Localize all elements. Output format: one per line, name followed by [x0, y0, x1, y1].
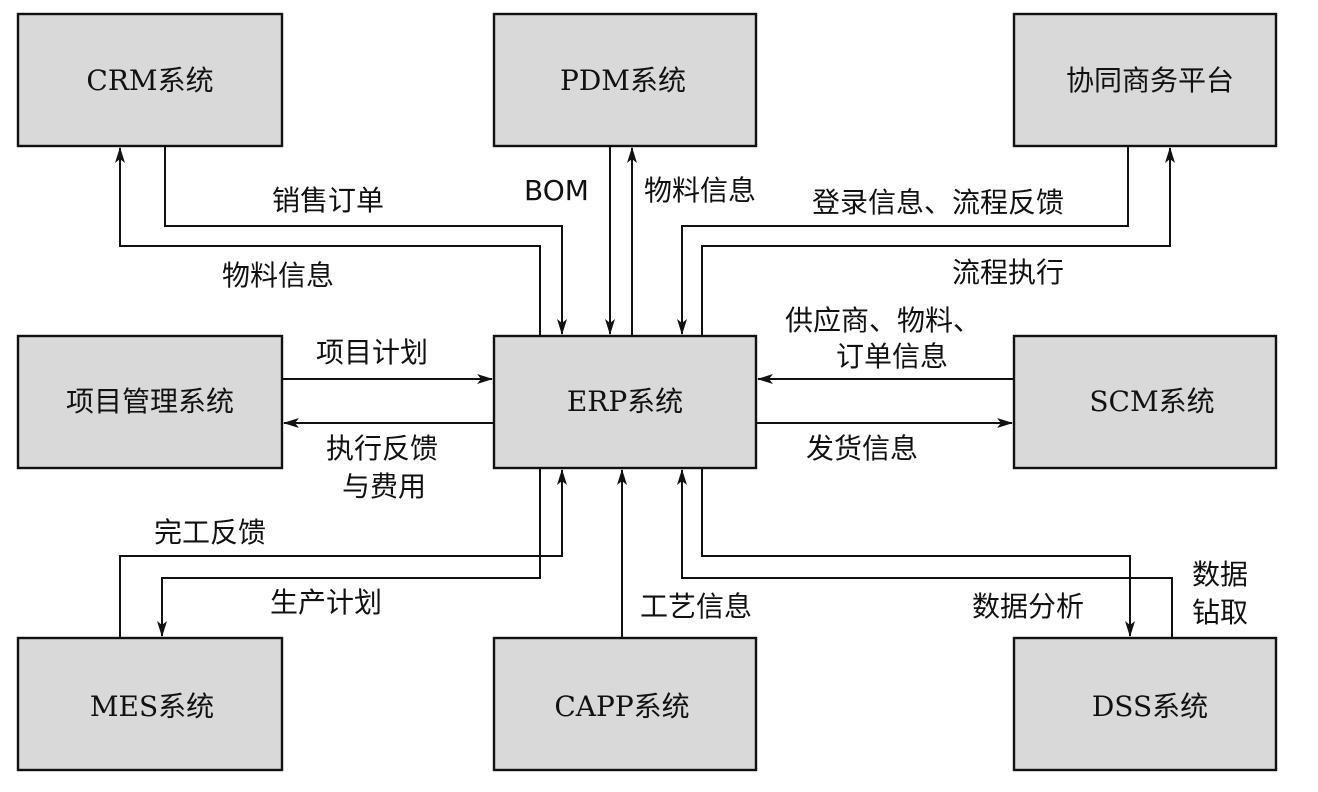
production-plan-label: 生产计划 — [270, 586, 382, 619]
capp-system-box: CAPP系统 — [492, 636, 758, 772]
process-execution-label: 流程执行 — [952, 256, 1064, 289]
scm-system-label: SCM系统 — [1089, 385, 1214, 418]
login-info-arrow — [677, 146, 1129, 335]
capp-system-label: CAPP系统 — [554, 690, 689, 723]
data-drill-arrow — [677, 469, 1173, 638]
collab-platform-box: 协同商务平台 — [1012, 12, 1278, 148]
execution-feedback-label-line2: 与费用 — [342, 470, 426, 503]
process-info-label: 工艺信息 — [640, 590, 752, 623]
project-management-label: 项目管理系统 — [66, 385, 234, 418]
production-plan-arrow — [157, 468, 541, 637]
pdm-system-label: PDM系统 — [560, 64, 686, 97]
data-analysis-arrow — [701, 468, 1135, 637]
login-info-feedback-label: 登录信息、流程反馈 — [812, 186, 1064, 219]
mes-system-box: MES系统 — [16, 636, 284, 772]
sales-order-label: 销售订单 — [272, 184, 384, 217]
delivery-info-label: 发货信息 — [806, 432, 918, 465]
crm-material-info-arrow — [115, 147, 541, 336]
completion-feedback-label: 完工反馈 — [154, 516, 266, 549]
project-plan-label: 项目计划 — [316, 336, 428, 369]
dss-system-label: DSS系统 — [1092, 690, 1208, 723]
crm-material-info-label: 物料信息 — [222, 259, 334, 292]
mes-system-label: MES系统 — [90, 690, 214, 723]
collab-platform-label: 协同商务平台 — [1066, 64, 1234, 97]
dss-system-box: DSS系统 — [1012, 636, 1278, 772]
erp-system-label: ERP系统 — [567, 385, 683, 418]
erp-system-box: ERP系统 — [492, 334, 758, 470]
pdm-system-box: PDM系统 — [492, 12, 758, 148]
bom-label: BOM — [524, 174, 589, 207]
process-execution-arrow — [701, 147, 1175, 336]
sales-order-arrow — [164, 146, 567, 335]
supplier-info-label-line2: 订单信息 — [836, 340, 948, 373]
execution-feedback-label-line1: 执行反馈 — [326, 432, 438, 465]
data-drill-label-line2: 钻取 — [1192, 596, 1248, 629]
supplier-info-label-line1: 供应商、物料、 — [785, 304, 981, 337]
crm-system-box: CRM系统 — [16, 12, 284, 148]
completion-feedback-arrow — [119, 469, 567, 638]
data-analysis-label: 数据分析 — [972, 590, 1084, 623]
data-drill-label-line1: 数据 — [1192, 558, 1248, 591]
pdm-material-info-label: 物料信息 — [644, 174, 756, 207]
project-management-box: 项目管理系统 — [16, 334, 284, 470]
scm-system-box: SCM系统 — [1012, 334, 1278, 470]
crm-system-label: CRM系统 — [86, 64, 213, 97]
